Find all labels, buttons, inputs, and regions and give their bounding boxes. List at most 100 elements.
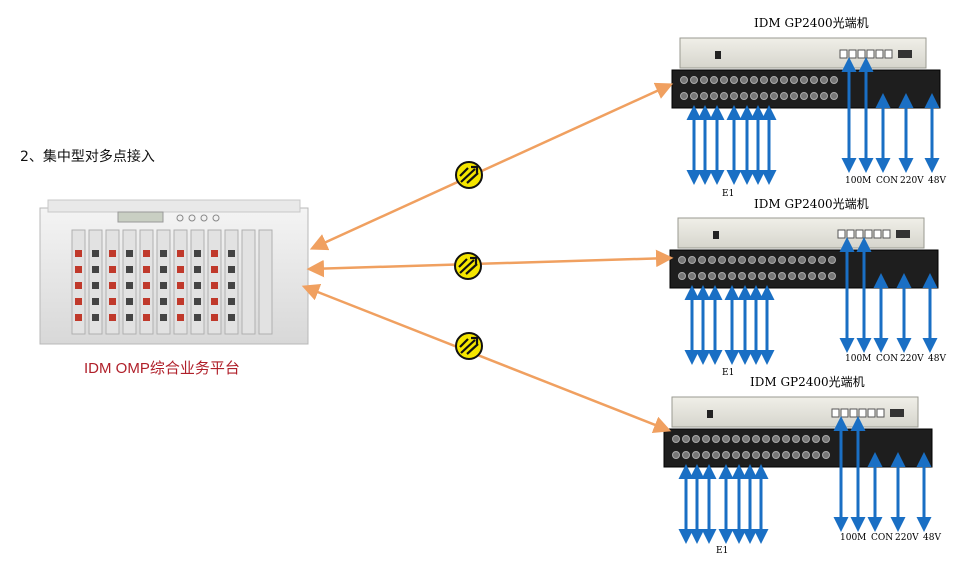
bnc-connector — [792, 451, 800, 459]
bnc-connector — [710, 76, 718, 84]
omp-slot-led — [228, 314, 235, 321]
omp-slot-led — [143, 266, 150, 273]
rj45-port — [884, 49, 893, 59]
e1-label: E1 — [722, 368, 735, 378]
bnc-connector — [790, 92, 798, 100]
omp-slot-led — [126, 314, 133, 321]
omp-slot-led — [109, 250, 116, 257]
bnc-connector — [772, 435, 780, 443]
rj45-port — [876, 408, 885, 418]
bnc-connector — [678, 256, 686, 264]
bnc-connector — [690, 76, 698, 84]
bnc-connector — [760, 76, 768, 84]
bnc-connector — [830, 76, 838, 84]
gp2400-unit-3 — [663, 396, 933, 544]
omp-slot-led — [109, 266, 116, 273]
omp-slot-led — [143, 250, 150, 257]
bnc-connector — [820, 76, 828, 84]
fiber-port — [890, 409, 904, 417]
omp-slot-led — [126, 250, 133, 257]
rj45-port — [839, 49, 848, 59]
bnc-connector — [810, 76, 818, 84]
bnc-connector — [752, 451, 760, 459]
bnc-connector — [782, 451, 790, 459]
section-heading: 2、集中型对多点接入 — [20, 149, 155, 165]
bnc-connector — [740, 76, 748, 84]
bnc-connector — [738, 272, 746, 280]
power-switch — [707, 410, 713, 418]
omp-slot-led — [194, 266, 201, 273]
omp-slot-led — [211, 282, 218, 289]
omp-slot-led — [160, 250, 167, 257]
omp-slot-led — [143, 298, 150, 305]
rj45-port — [882, 229, 891, 239]
rj45-port — [857, 49, 866, 59]
bnc-connector — [728, 256, 736, 264]
bnc-connector — [762, 451, 770, 459]
port-label-220v: 220V — [895, 533, 919, 543]
bnc-connector — [722, 435, 730, 443]
omp-slot-led — [160, 314, 167, 321]
omp-slot-led — [92, 282, 99, 289]
bnc-connector — [800, 92, 808, 100]
omp-slot-led — [211, 314, 218, 321]
bnc-connector — [720, 76, 728, 84]
omp-slot-led — [92, 266, 99, 273]
bnc-connector — [682, 451, 690, 459]
omp-slot-led — [177, 314, 184, 321]
omp-slot-led — [92, 298, 99, 305]
omp-slot-led — [126, 298, 133, 305]
rj45-port — [867, 408, 876, 418]
port-label-con: CON — [876, 354, 899, 364]
bnc-connector — [778, 256, 786, 264]
port-label-con: CON — [871, 533, 894, 543]
bnc-connector — [800, 76, 808, 84]
bnc-connector — [730, 92, 738, 100]
bnc-connector — [750, 76, 758, 84]
bnc-connector — [788, 272, 796, 280]
device-title: IDM GP2400光端机 — [750, 375, 865, 389]
omp-slot-led — [211, 266, 218, 273]
omp-slot-led — [92, 314, 99, 321]
bnc-connector — [698, 272, 706, 280]
bnc-connector — [692, 435, 700, 443]
gp2400-unit-2 — [669, 217, 939, 365]
e1-label: E1 — [722, 189, 735, 199]
rj45-port — [849, 408, 858, 418]
bnc-connector — [710, 92, 718, 100]
port-label-100m: 100M — [840, 533, 867, 543]
omp-slot-led — [143, 314, 150, 321]
bnc-connector — [682, 435, 690, 443]
omp-slot-led — [160, 282, 167, 289]
bnc-connector — [768, 256, 776, 264]
bnc-connector — [718, 272, 726, 280]
bnc-connector — [792, 435, 800, 443]
omp-slot-led — [228, 250, 235, 257]
bnc-connector — [748, 256, 756, 264]
bnc-connector — [768, 272, 776, 280]
rj45-port — [864, 229, 873, 239]
port-label-48v: 48V — [928, 176, 946, 186]
omp-slot-led — [177, 250, 184, 257]
bnc-connector — [808, 272, 816, 280]
omp-slot-led — [143, 282, 150, 289]
optical-transmission-icon — [454, 252, 482, 280]
port-label-220v: 220V — [900, 176, 924, 186]
platform-label: IDM OMP综合业务平台 — [84, 360, 240, 377]
omp-slot-led — [75, 266, 82, 273]
bnc-connector — [712, 435, 720, 443]
port-label-100m: 100M — [845, 176, 872, 186]
device-title: IDM GP2400光端机 — [754, 197, 869, 211]
bnc-connector — [822, 435, 830, 443]
bnc-connector — [802, 451, 810, 459]
optical-link-3 — [301, 283, 672, 434]
omp-slot-led — [109, 298, 116, 305]
power-switch — [715, 51, 721, 59]
fiber-port — [898, 50, 912, 58]
rj45-port — [848, 49, 857, 59]
bnc-connector — [802, 435, 810, 443]
rj45-port — [831, 408, 840, 418]
bnc-connector — [732, 435, 740, 443]
bnc-connector — [782, 435, 790, 443]
bnc-connector — [752, 435, 760, 443]
